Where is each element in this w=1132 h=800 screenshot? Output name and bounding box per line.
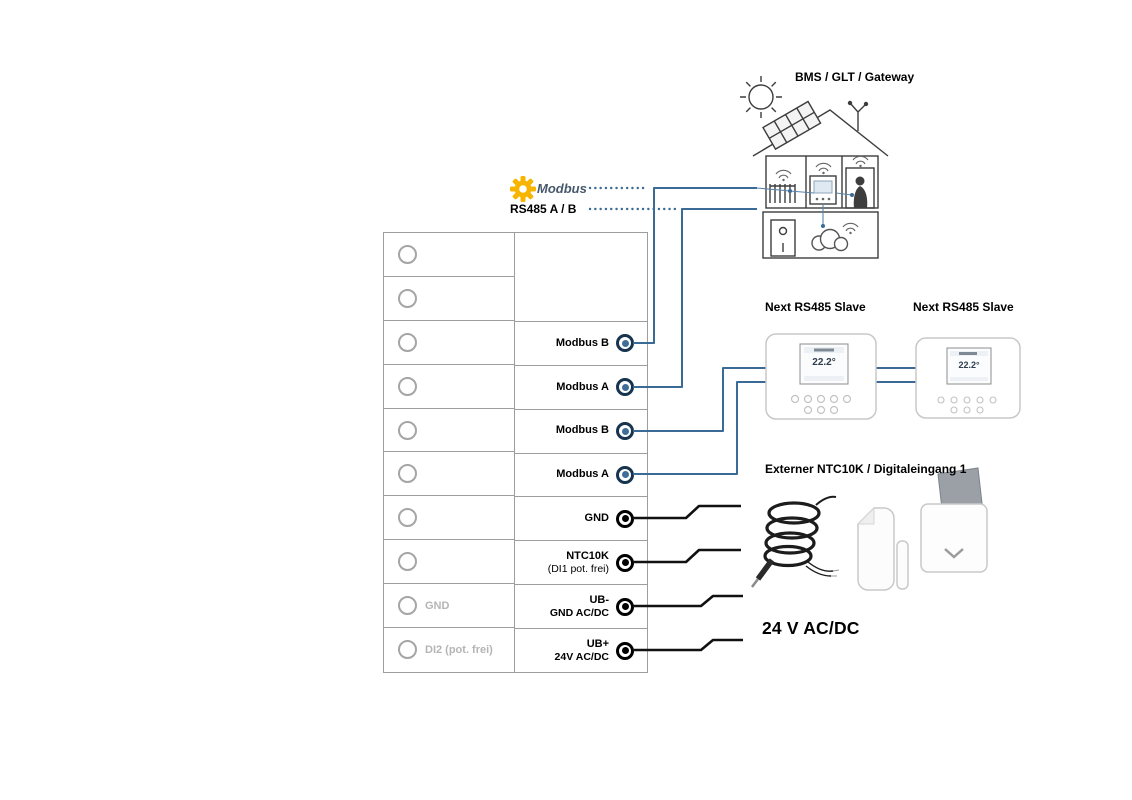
modbus-b-1-terminal-icon: [616, 334, 634, 353]
ub-minus-sublabel: GND AC/DC: [549, 606, 609, 619]
ub-plus-label: UB+: [586, 637, 609, 650]
sun-icon: [740, 76, 782, 118]
ub-minus-label: UB-: [589, 593, 609, 606]
row-modbus-b-1: Modbus B: [515, 320, 647, 365]
terminal-row-1: [384, 233, 514, 277]
gnd-left-label: GND: [425, 599, 450, 612]
modbus-b-2-label: Modbus B: [555, 424, 609, 437]
row-ub-minus: UB- GND AC/DC: [515, 584, 647, 629]
ntc10k-sublabel: (DI1 pot. frei): [547, 563, 609, 576]
next-rs485-slave-1-label: Next RS485 Slave: [765, 300, 866, 314]
modbus-a-2-terminal-icon: [616, 465, 634, 484]
ntc10k-terminal-icon: [616, 553, 634, 572]
slave1-screen-temperature: 22.2°: [812, 357, 836, 368]
room-dividers: [805, 156, 843, 208]
row-ntc10k: NTC10K (DI1 pot. frei): [515, 540, 647, 585]
modbus-a-2-label: Modbus A: [556, 468, 609, 481]
bms-gateway-label: BMS / GLT / Gateway: [795, 70, 915, 84]
modbus-a-1-label: Modbus A: [556, 380, 609, 393]
rs485-ab-label: RS485 A / B: [510, 202, 577, 216]
screw-terminal-icon: [398, 464, 417, 484]
terminal-row-4: [384, 365, 514, 409]
slave2-screen-temperature: 22.2°: [958, 360, 980, 370]
terminal-row-di2: DI2 (pot. frei): [384, 628, 514, 672]
terminal-row-8: [384, 540, 514, 585]
terminal-row-gnd: GND: [384, 584, 514, 629]
lower-floor: [762, 211, 879, 259]
supply-24v-label: 24 V AC/DC: [762, 618, 860, 638]
screw-terminal-icon: [398, 420, 417, 440]
upper-floor: [765, 155, 879, 209]
terminal-row-7: [384, 496, 514, 541]
screw-terminal-icon: [398, 332, 417, 352]
row-ub-plus: UB+ 24V AC/DC: [515, 628, 647, 672]
externer-ntc10k-label: Externer NTC10K / Digitaleingang 1: [765, 462, 967, 476]
sensor-power-wires: [633, 504, 743, 652]
row-gnd: GND: [515, 496, 647, 541]
device-buttons: [937, 396, 997, 414]
modbus-logo-text: Modbus: [537, 181, 587, 196]
di2-left-label: DI2 (pot. frei): [425, 643, 493, 656]
rs485-bus-lines: [633, 187, 916, 475]
rs485-slave-device-1: [765, 333, 877, 420]
boiler-icon: [770, 219, 796, 257]
key-card-holder-device: [920, 467, 988, 573]
terminal-block: GND DI2 (pot. frei) Modbus B Modbus A Mo…: [383, 232, 648, 673]
terminal-block-right-column: Modbus B Modbus A Modbus B Modbus A GND: [515, 233, 647, 672]
ub-plus-sublabel: 24V AC/DC: [554, 650, 609, 663]
person-at-door-icon: [845, 167, 875, 209]
ntc10k-label: NTC10K: [566, 549, 609, 562]
gnd-label: GND: [584, 512, 609, 525]
screw-terminal-icon: [398, 552, 417, 572]
ntc-cable-sensor: [751, 495, 840, 588]
modbus-gear-icon: [510, 176, 536, 202]
screw-terminal-icon: [398, 640, 417, 660]
row-modbus-a-2: Modbus A: [515, 452, 647, 497]
modbus-dotted-line: [588, 186, 678, 211]
rs485-slave-device-2: [915, 337, 1021, 419]
thermostat-panel-icon: [809, 175, 837, 205]
screw-terminal-icon: [398, 244, 417, 264]
door-contact-sensor: [856, 506, 909, 591]
terminal-block-left-column: GND DI2 (pot. frei): [384, 233, 515, 672]
screw-terminal-icon: [398, 376, 417, 396]
row-modbus-a-1: Modbus A: [515, 364, 647, 409]
modbus-a-1-terminal-icon: [616, 378, 634, 397]
ub-minus-terminal-icon: [616, 597, 634, 616]
device-buttons: [790, 394, 852, 415]
solar-panel-icon: [762, 100, 822, 151]
terminal-row-3: [384, 321, 514, 365]
smart-home-illustration: [740, 76, 889, 259]
next-rs485-slave-2-label: Next RS485 Slave: [913, 300, 1014, 314]
screw-terminal-icon: [398, 288, 417, 308]
screw-terminal-icon: [398, 596, 417, 616]
gnd-terminal-icon: [616, 509, 634, 528]
modbus-b-2-terminal-icon: [616, 422, 634, 441]
radiator-icon: [769, 184, 796, 203]
roof: [752, 109, 889, 157]
ub-plus-terminal-icon: [616, 641, 634, 660]
terminal-row-2: [384, 277, 514, 321]
terminal-row-6: [384, 452, 514, 497]
cloud-icon: [811, 228, 849, 252]
screw-terminal-icon: [398, 508, 417, 528]
home-mesh-links: [756, 187, 854, 228]
wind-sensor-icon: [847, 100, 869, 131]
terminal-row-5: [384, 409, 514, 453]
modbus-b-1-label: Modbus B: [555, 336, 609, 349]
row-modbus-b-2: Modbus B: [515, 408, 647, 453]
chevron-down-icon: [944, 548, 964, 559]
wifi-icons: [775, 155, 869, 235]
